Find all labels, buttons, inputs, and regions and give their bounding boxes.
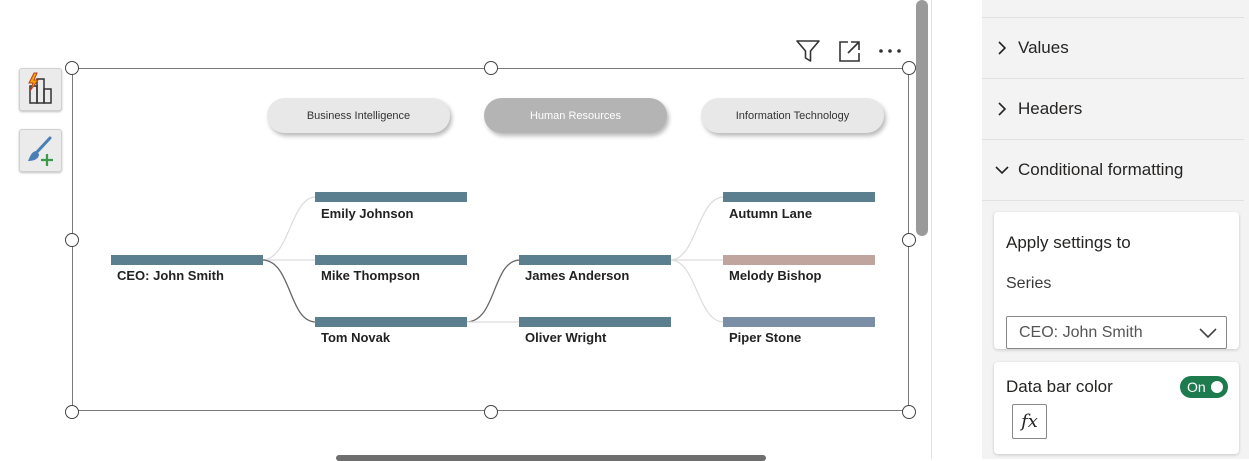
node-label-james-anderson: James Anderson [525,268,630,283]
series-dropdown-value: CEO: John Smith [1019,323,1143,341]
canvas-vertical-scrollbar[interactable] [916,0,928,236]
resize-handle-left[interactable] [65,233,79,247]
resize-handle-bottom[interactable] [484,405,498,419]
data-bar-color-toggle[interactable]: On [1180,376,1228,398]
format-pane-top-section [982,0,1244,18]
section-label-headers: Headers [1018,99,1083,118]
section-values[interactable]: Values [982,18,1244,79]
resize-handle-bottom-left[interactable] [65,405,79,419]
node-bar-melody-bishop[interactable] [723,255,875,265]
node-bar-tom-novak[interactable] [315,317,467,327]
focus-mode-icon[interactable] [837,38,863,64]
node-bar-piper-stone[interactable] [723,317,875,327]
node-bar-ceo[interactable] [111,255,263,265]
fx-conditional-format-button[interactable]: fx [1012,404,1047,439]
node-bar-autumn-lane[interactable] [723,192,875,202]
quick-insights-visual-button[interactable] [19,68,62,111]
apply-settings-title: Apply settings to [1006,233,1131,252]
resize-handle-top-left[interactable] [65,61,79,75]
chevron-down-icon [982,158,1018,182]
quick-insights-visual-icon [28,72,52,104]
toggle-label: On [1187,379,1206,395]
node-bar-emily-johnson[interactable] [315,192,467,202]
node-label-piper-stone: Piper Stone [729,330,802,345]
section-label-values: Values [1018,38,1069,57]
apply-settings-card: Apply settings to Series CEO: John Smith [994,212,1239,349]
more-options-icon[interactable] [877,38,903,64]
resize-handle-bottom-right[interactable] [902,405,916,419]
data-bar-color-card: Data bar color On fx [994,362,1239,454]
node-label-mike-thompson: Mike Thompson [321,268,420,283]
resize-handle-top[interactable] [484,61,498,75]
resize-handle-right[interactable] [902,233,916,247]
header-pill-information-technology[interactable]: Information Technology [701,98,884,133]
header-pill-human-resources[interactable]: Human Resources [484,98,667,133]
chevron-right-icon [982,36,1018,60]
node-label-emily-johnson: Emily Johnson [321,206,414,221]
node-bar-oliver-wright[interactable] [519,317,671,327]
format-visual-button[interactable] [19,129,62,172]
chevron-down-icon [1199,327,1217,338]
node-label-tom-novak: Tom Novak [321,330,391,345]
section-conditional-formatting[interactable]: Conditional formatting [982,140,1244,201]
node-bar-james-anderson[interactable] [519,255,671,265]
toggle-knob [1211,381,1223,393]
section-headers[interactable]: Headers [982,79,1244,140]
filter-icon[interactable] [795,38,821,64]
resize-handle-top-right[interactable] [902,61,916,75]
series-dropdown[interactable]: CEO: John Smith [1006,316,1227,349]
node-label-melody-bishop: Melody Bishop [729,268,822,283]
node-label-autumn-lane: Autumn Lane [729,206,813,221]
section-label-conditional-formatting: Conditional formatting [1018,160,1184,179]
pane-divider [931,0,932,459]
node-label-oliver-wright: Oliver Wright [525,330,607,345]
hierarchy-links [261,196,725,323]
format-brush-add-icon [28,136,53,166]
node-bar-mike-thompson[interactable] [315,255,467,265]
report-canvas [0,0,930,459]
data-bar-color-title: Data bar color [1006,377,1113,396]
node-label-ceo: CEO: John Smith [117,268,224,283]
canvas-horizontal-scrollbar[interactable] [336,455,766,461]
series-label: Series [1006,275,1052,292]
chevron-right-icon [982,97,1018,121]
header-pill-business-intelligence[interactable]: Business Intelligence [267,98,450,133]
